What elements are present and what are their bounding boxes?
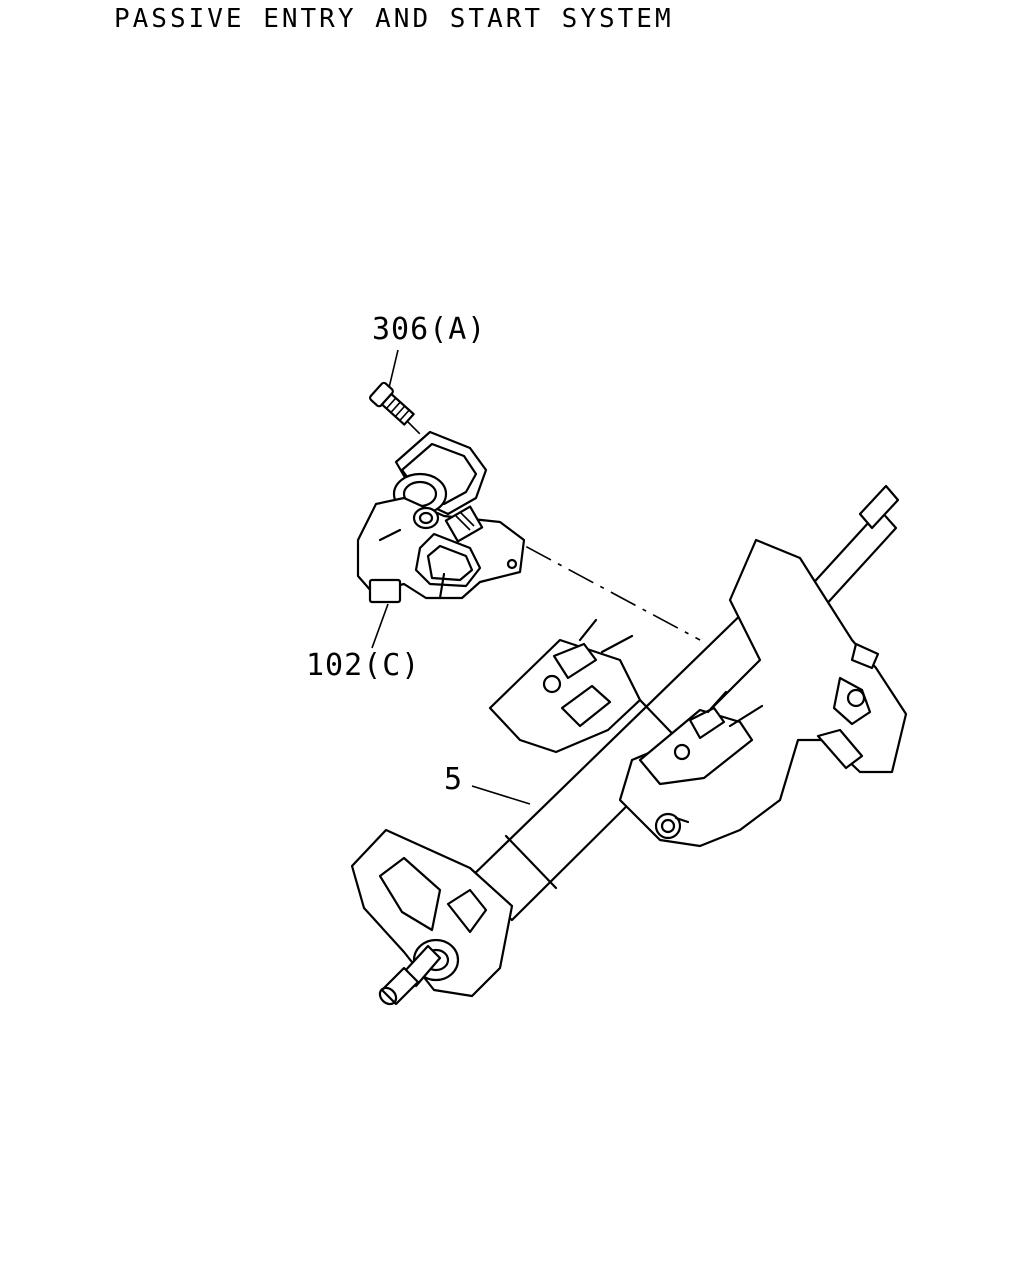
- diagram-title: PASSIVE ENTRY AND START SYSTEM: [114, 4, 674, 34]
- leader-306a: [387, 349, 399, 393]
- callout-306a: 306(A): [372, 312, 487, 347]
- callout-102c: 102(C): [306, 648, 421, 683]
- steering-column-5: [350, 484, 908, 1006]
- leader-102c: [371, 603, 389, 649]
- bolt-306a: [369, 381, 415, 426]
- leader-5: [471, 785, 531, 805]
- alignment-line-switch: [483, 523, 701, 641]
- switch-assembly-102c: [356, 430, 526, 604]
- leader-lines: [371, 349, 531, 805]
- callout-5: 5: [444, 762, 464, 797]
